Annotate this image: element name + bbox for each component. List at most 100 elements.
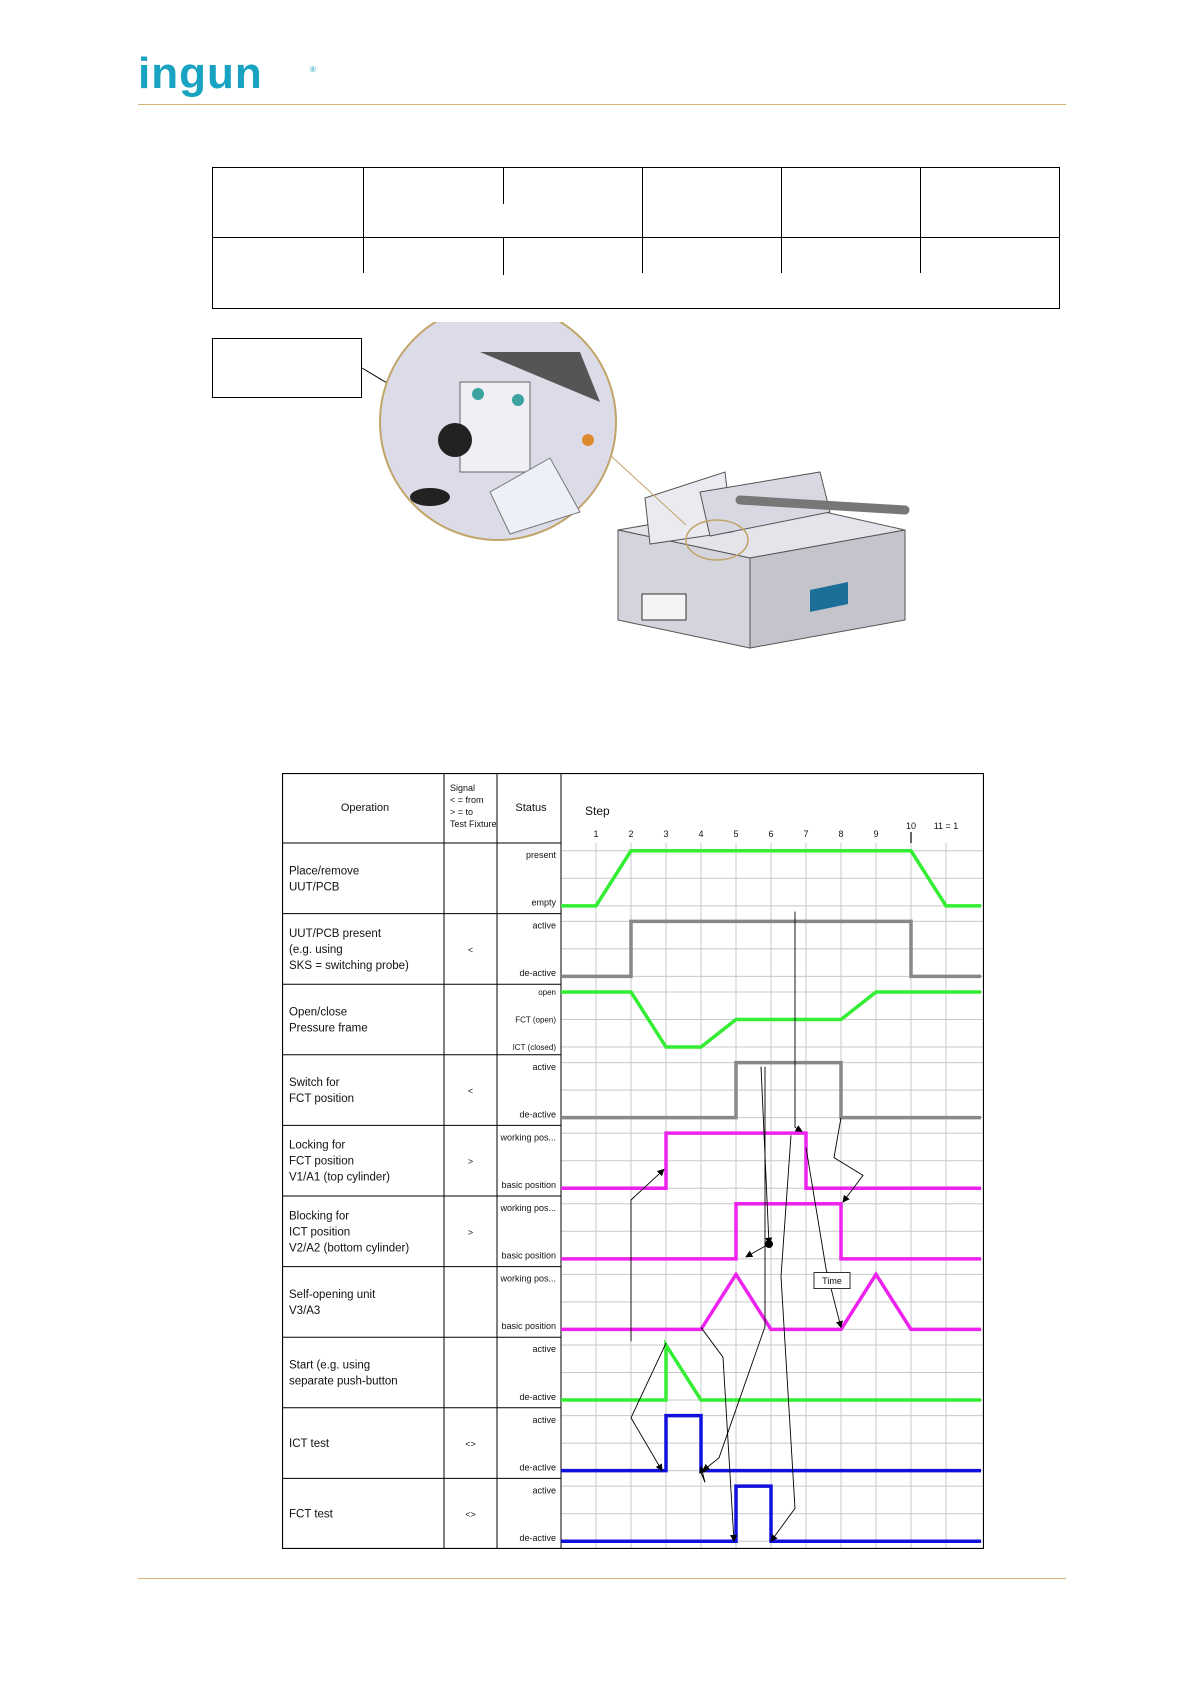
row-operation-label: Open/close bbox=[289, 1007, 347, 1019]
junction-dot bbox=[765, 1240, 773, 1248]
timing-grid bbox=[561, 843, 984, 1549]
row-signal: > bbox=[468, 1157, 473, 1167]
row-waveform bbox=[561, 1060, 981, 1120]
row-status-high: active bbox=[532, 1344, 556, 1354]
frame-border bbox=[282, 773, 984, 1549]
time-label: Time bbox=[822, 1276, 842, 1286]
row-operation-label: V2/A2 (bottom cylinder) bbox=[289, 1242, 409, 1254]
waveforms bbox=[561, 849, 981, 1543]
row-operation-label: FCT test bbox=[289, 1509, 334, 1521]
step-label: 1 bbox=[593, 829, 598, 839]
row-signal: < bbox=[468, 945, 473, 955]
row-status-low: de-active bbox=[519, 1392, 556, 1402]
fixture-illustration bbox=[361, 322, 910, 649]
row-status-high: active bbox=[532, 921, 556, 931]
row-operation-label: SKS = switching probe) bbox=[289, 960, 409, 972]
header-signal-line-4: Test Fixture bbox=[450, 819, 497, 829]
row-waveform bbox=[561, 1131, 981, 1190]
row-operation-label: (e.g. using bbox=[289, 944, 343, 956]
dependency-arrow bbox=[702, 1066, 766, 1472]
row-operation-label: Self-opening unit bbox=[289, 1289, 376, 1301]
registered-mark-icon: ® bbox=[310, 65, 316, 74]
step-label: 9 bbox=[873, 829, 878, 839]
dependency-arrow bbox=[699, 1465, 707, 1483]
row-status-high: active bbox=[532, 1485, 556, 1495]
header-signal-line-1: Signal bbox=[450, 783, 475, 793]
row-operation-label: separate push-button bbox=[289, 1376, 398, 1388]
dependency-arrow bbox=[770, 1135, 796, 1542]
header-step: Step bbox=[585, 804, 610, 818]
footer-rule bbox=[138, 1578, 1066, 1579]
row-operation-label: UUT/PCB present bbox=[289, 928, 382, 940]
row-status-high: active bbox=[532, 1062, 556, 1072]
dependency-arrow bbox=[805, 1147, 843, 1329]
dependency-arrows: Time bbox=[630, 911, 864, 1543]
row-status-level: ICT (closed) bbox=[513, 1043, 557, 1052]
row-status-low: de-active bbox=[519, 1533, 556, 1543]
step-labels: 1 2 3 4 5 6 7 8 9 10 11 = 1 bbox=[593, 821, 958, 843]
row-waveform bbox=[561, 990, 981, 1049]
row-waveform bbox=[561, 1202, 981, 1261]
fixture-body bbox=[609, 454, 910, 649]
step-label: 5 bbox=[733, 829, 738, 839]
row-operation-label: ICT test bbox=[289, 1438, 330, 1450]
dependency-arrow bbox=[630, 1168, 665, 1342]
row-waveform bbox=[561, 1413, 981, 1473]
row-operation-label: Locking for bbox=[289, 1140, 345, 1152]
time-label-box bbox=[813, 1272, 851, 1290]
step-label: 11 = 1 bbox=[934, 821, 959, 831]
step-label: 3 bbox=[663, 829, 668, 839]
row-waveform bbox=[561, 849, 981, 908]
step-label: 7 bbox=[803, 829, 808, 839]
row-operation-label: FCT position bbox=[289, 1156, 354, 1168]
row-signal: <> bbox=[465, 1510, 476, 1520]
dependency-arrow bbox=[630, 1343, 667, 1472]
row-waveform bbox=[561, 1484, 981, 1543]
zoom-detail bbox=[379, 322, 617, 541]
header-signal-line-2: < = from bbox=[450, 795, 484, 805]
row-status-low: de-active bbox=[519, 968, 556, 978]
header-signal-line-3: > = to bbox=[450, 807, 473, 817]
dependency-arrow bbox=[833, 1117, 864, 1203]
row-status-high: present bbox=[526, 850, 557, 860]
step-label: 8 bbox=[838, 829, 843, 839]
dependency-arrow bbox=[794, 911, 803, 1132]
row-waveform bbox=[561, 1338, 981, 1402]
row-status-high: working pos... bbox=[499, 1274, 556, 1284]
ingun-logo: ingun ® bbox=[138, 52, 316, 98]
row-status-level: FCT (open) bbox=[515, 1016, 556, 1025]
row-status-low: basic position bbox=[501, 1180, 556, 1190]
row-status-high: active bbox=[532, 1415, 556, 1425]
header-status: Status bbox=[515, 802, 547, 814]
row-operation-label: V3/A3 bbox=[289, 1305, 320, 1317]
row-status-low: empty bbox=[531, 898, 556, 908]
row-operation-label: V1/A1 (top cylinder) bbox=[289, 1172, 390, 1184]
header-rule bbox=[138, 104, 1066, 105]
row-operation-label: Place/remove bbox=[289, 865, 359, 877]
step-label: 6 bbox=[768, 829, 773, 839]
step-label: 4 bbox=[698, 829, 703, 839]
row-signal: <> bbox=[465, 1439, 476, 1449]
timing-frame bbox=[282, 773, 984, 1549]
brand-wordmark: ingun bbox=[138, 52, 263, 98]
row-waveform bbox=[561, 1271, 981, 1332]
step-label: 2 bbox=[628, 829, 633, 839]
top-table bbox=[212, 167, 1060, 309]
row-operation-label: UUT/PCB bbox=[289, 881, 340, 893]
row-status-level: open bbox=[538, 988, 556, 997]
row-status-low: basic position bbox=[501, 1321, 556, 1331]
row-signal: > bbox=[468, 1227, 473, 1237]
timing-header: Operation Signal < = from > = to Test Fi… bbox=[341, 783, 610, 829]
timing-diagram: Operation Signal < = from > = to Test Fi… bbox=[282, 773, 984, 1549]
row-operation-label: FCT position bbox=[289, 1093, 354, 1105]
header-operation: Operation bbox=[341, 802, 389, 814]
step-label: 10 bbox=[906, 821, 916, 831]
row-signal: < bbox=[468, 1086, 473, 1096]
row-waveform bbox=[561, 919, 981, 979]
row-status-low: de-active bbox=[519, 1462, 556, 1472]
row-operation-label: Pressure frame bbox=[289, 1023, 368, 1035]
callout-box bbox=[212, 338, 362, 398]
row-status-low: basic position bbox=[501, 1251, 556, 1261]
row-status-high: working pos... bbox=[499, 1132, 556, 1142]
